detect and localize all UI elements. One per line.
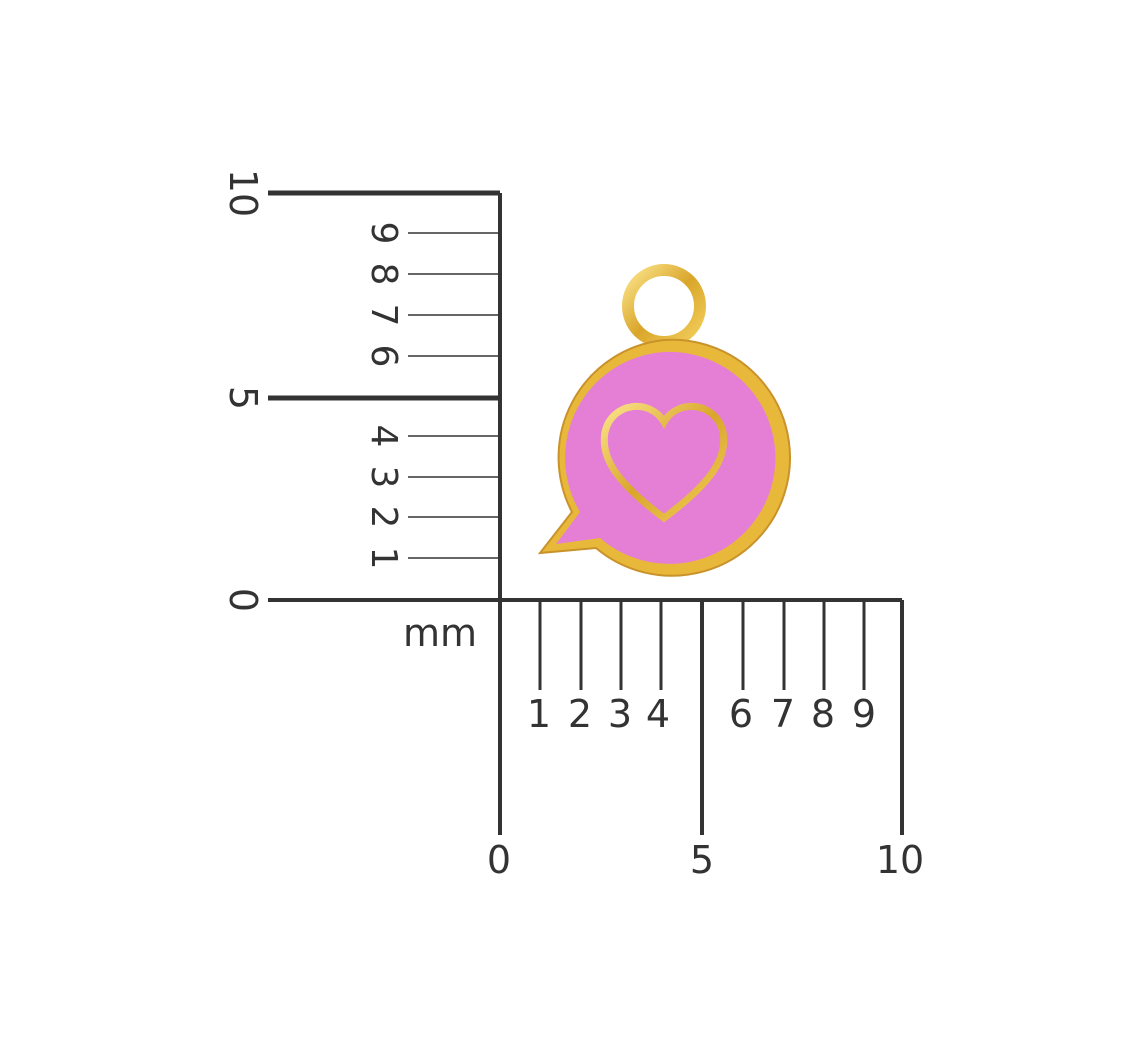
h-label-8: 8 xyxy=(811,692,835,736)
v-label-9: 9 xyxy=(363,222,404,245)
v-label-4: 4 xyxy=(363,425,404,448)
h-label-7: 7 xyxy=(771,692,795,736)
charm-pendant xyxy=(537,264,791,577)
h-label-1: 1 xyxy=(527,692,551,736)
v-label-3: 3 xyxy=(363,466,404,489)
h-label-3: 3 xyxy=(608,692,632,736)
h-label-2: 2 xyxy=(568,692,592,736)
ruler-lines xyxy=(268,190,904,835)
v-label-1: 1 xyxy=(363,547,404,570)
v-label-0: 0 xyxy=(221,588,265,612)
v-label-6: 6 xyxy=(363,345,404,368)
h-label-10: 10 xyxy=(876,838,924,882)
v-label-7: 7 xyxy=(363,304,404,327)
h-label-6: 6 xyxy=(729,692,753,736)
h-label-9: 9 xyxy=(852,692,876,736)
v-label-8: 8 xyxy=(363,263,404,286)
unit-label: mm xyxy=(403,611,477,655)
v-label-5: 5 xyxy=(221,386,265,410)
bail-loop xyxy=(622,264,706,348)
heart-icon xyxy=(600,403,728,523)
v-label-2: 2 xyxy=(363,506,404,529)
h-label-4: 4 xyxy=(646,692,670,736)
h-label-0: 0 xyxy=(487,838,511,882)
h-label-5: 5 xyxy=(690,838,714,882)
v-label-10: 10 xyxy=(221,169,265,217)
